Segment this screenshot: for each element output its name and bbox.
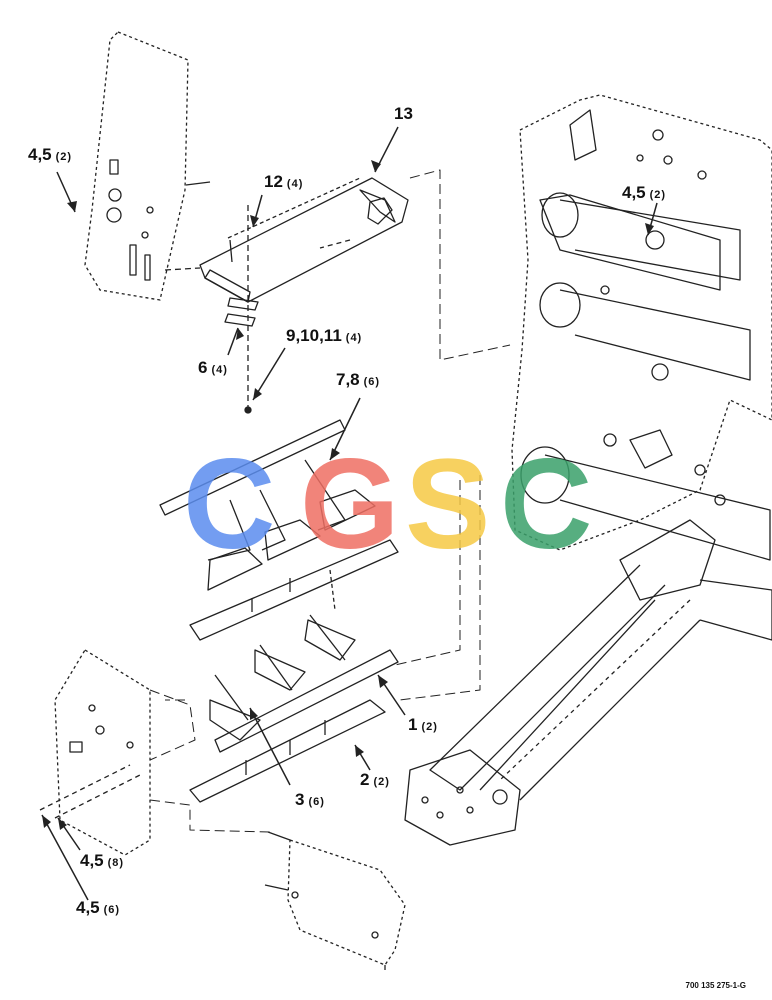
- callout-1: 1(2): [408, 715, 438, 735]
- callout-number: 6: [198, 358, 208, 377]
- watermark-letter-c1: C: [183, 433, 275, 576]
- watermark-letter-g: G: [300, 433, 400, 576]
- callout-4-5-qty8: 4,5(8): [80, 851, 124, 871]
- callout-13: 13: [394, 104, 417, 124]
- callout-number: 4,5: [76, 898, 100, 917]
- callout-qty: (6): [363, 376, 381, 388]
- callout-12: 12(4): [264, 172, 303, 192]
- callout-4-5-top-right: 4,5(2): [622, 183, 666, 203]
- callout-number: 4,5: [622, 183, 646, 202]
- callout-4-5-qty6: 4,5(6): [76, 898, 120, 918]
- callout-number: 1: [408, 715, 418, 734]
- callout-4-5-top-left: 4,5(2): [28, 145, 72, 165]
- callout-number: 12: [264, 172, 283, 191]
- watermark-letter-s: S: [405, 433, 490, 576]
- callout-number: 9,10,11: [286, 326, 342, 345]
- callout-3: 3(6): [295, 790, 325, 810]
- lower-shelf: [189, 614, 399, 803]
- callout-qty: (4): [211, 364, 228, 376]
- callout-number: 2: [360, 770, 370, 789]
- callout-qty: (2): [373, 776, 390, 788]
- callout-qty: (6): [103, 904, 121, 916]
- callout-qty: (2): [55, 151, 73, 163]
- callout-qty: (4): [286, 178, 304, 190]
- assembly-guide-lines: [149, 169, 511, 833]
- callout-qty: (6): [308, 796, 325, 808]
- callout-number: 13: [394, 104, 413, 123]
- callout-qty: (2): [421, 721, 438, 733]
- top-cover-13: [199, 177, 409, 303]
- callout-qty: (4): [345, 332, 363, 344]
- right-frame: [511, 94, 772, 561]
- arrow-heads: [42, 160, 654, 830]
- callout-number: 7,8: [336, 370, 360, 389]
- watermark: C G S C: [183, 433, 592, 576]
- callout-9-10-11: 9,10,11(4): [286, 326, 362, 346]
- bottom-small-panel: [264, 831, 406, 970]
- figure-id: 700 135 275-1-G: [685, 981, 747, 990]
- callout-7-8: 7,8(6): [336, 370, 380, 390]
- left-lower-panel: [39, 649, 151, 856]
- lower-arm: [404, 519, 772, 846]
- left-side-panel: [84, 31, 211, 301]
- callout-number: 4,5: [28, 145, 52, 164]
- callout-6: 6(4): [198, 358, 228, 378]
- clips-6: [224, 297, 259, 327]
- callout-2: 2(2): [360, 770, 390, 790]
- callout-number: 3: [295, 790, 305, 809]
- watermark-letter-c2: C: [500, 433, 592, 576]
- callout-qty: (8): [107, 857, 125, 869]
- callout-qty: (2): [649, 189, 667, 201]
- callout-number: 4,5: [80, 851, 104, 870]
